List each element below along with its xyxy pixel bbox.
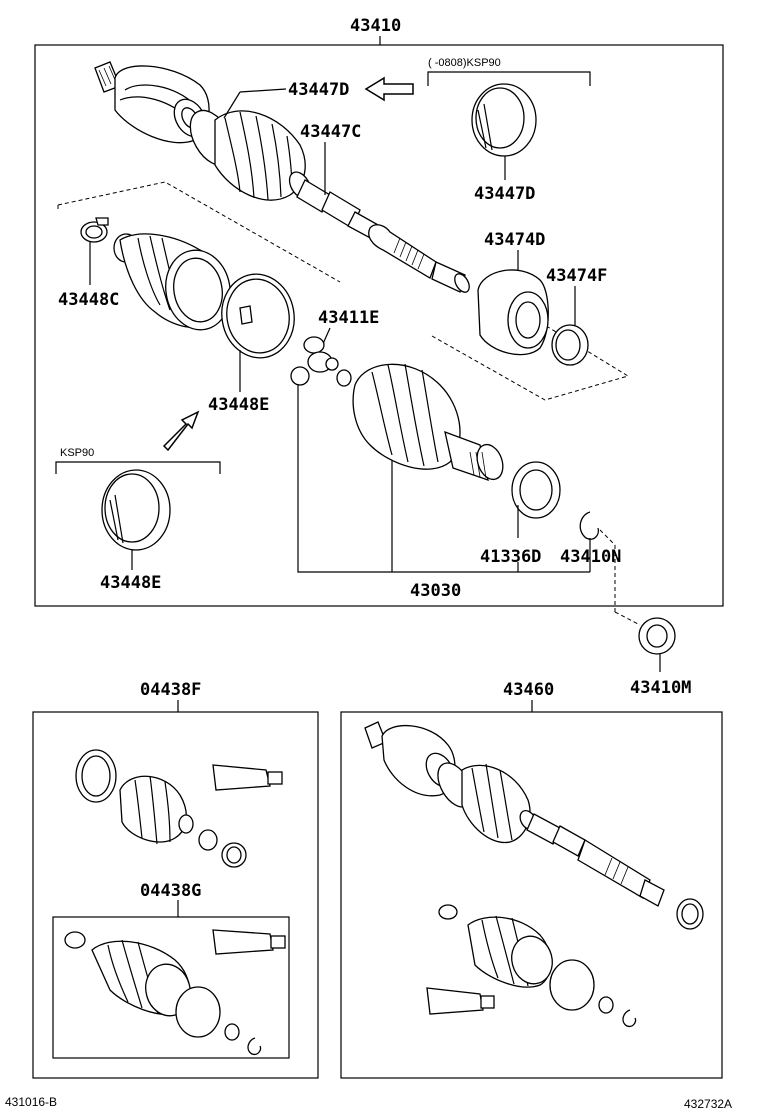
- label-43448e-2[interactable]: 43448E: [100, 573, 161, 593]
- kit-f-ring-small: [198, 829, 218, 851]
- band-43460: [549, 959, 595, 1011]
- kit-g-snap-ring: [247, 1037, 262, 1056]
- kit-04438f-group: 04438F 04438G: [32, 680, 319, 1079]
- label-43474d[interactable]: 43474D: [484, 230, 545, 250]
- label-04438g[interactable]: 04438G: [140, 881, 201, 901]
- ring-43474f: [551, 324, 589, 366]
- assembly-43460-group: 43460: [340, 680, 723, 1079]
- seal-41336d: [511, 461, 561, 519]
- boot-43460: [467, 915, 553, 988]
- kit-g-clamp: [64, 931, 86, 949]
- kit-04438f-frame: [32, 711, 319, 1079]
- clamp-43448c: [80, 217, 109, 243]
- seal-43410m: [638, 617, 676, 655]
- damper-43474d: [477, 269, 549, 356]
- kit-f-grease-tube: [212, 764, 271, 791]
- kit-g-ring: [224, 1023, 240, 1041]
- assembly-43410-frame: [34, 44, 724, 607]
- bracket-43030: [297, 384, 590, 573]
- label-43447c[interactable]: 43447C: [300, 122, 361, 142]
- label-43448e-1[interactable]: 43448E: [208, 395, 269, 415]
- note-ksp90-top: ( -0808)KSP90: [428, 57, 501, 69]
- label-43448c[interactable]: 43448C: [58, 290, 119, 310]
- label-43460[interactable]: 43460: [503, 680, 554, 700]
- assembly-43460-frame: [340, 711, 723, 1079]
- clamp-43460: [438, 904, 458, 920]
- label-43410n[interactable]: 43410N: [560, 547, 621, 567]
- kit-f-boot: [119, 775, 194, 845]
- label-04438f[interactable]: 04438F: [140, 680, 201, 700]
- bracket-ksp90-left: [55, 461, 221, 474]
- label-43411e[interactable]: 43411E: [318, 308, 379, 328]
- assembly-43410-group: 43410: [34, 16, 724, 626]
- snap-ring-43410n: [579, 511, 600, 540]
- label-43030[interactable]: 43030: [410, 581, 461, 601]
- label-41336d[interactable]: 41336D: [480, 547, 541, 567]
- band-43447d-right: [471, 83, 537, 157]
- snap-ring-43460: [622, 1009, 637, 1028]
- band-43448e-lower: [101, 469, 171, 551]
- footer-right-code: 432732A: [684, 1097, 732, 1111]
- label-43410m[interactable]: 43410M: [630, 678, 691, 698]
- grease-tube-43460: [426, 987, 484, 1015]
- footer-left-code: 431016-B: [5, 1095, 57, 1109]
- kit-g-band: [175, 986, 221, 1038]
- shaft-43460-illustration: [364, 721, 665, 907]
- band-43448e-middle: [221, 273, 295, 359]
- inner-joint-43030: [352, 363, 504, 481]
- label-43410[interactable]: 43410: [350, 16, 401, 36]
- leader-43447d-1: [239, 88, 287, 93]
- snap-ring-small: [336, 369, 352, 387]
- bracket-ksp90-top: [427, 71, 591, 86]
- label-43447d-2[interactable]: 43447D: [474, 184, 535, 204]
- label-43447d-1[interactable]: 43447D: [288, 80, 349, 100]
- kit-04438g-frame: [52, 916, 290, 1059]
- drive-shaft-illustration: [94, 61, 470, 293]
- note-ksp90-left: KSP90: [60, 447, 94, 459]
- kit-g-grease-tube: [212, 929, 274, 955]
- inner-boot-left: [113, 233, 231, 331]
- arrow-43448e: [162, 410, 200, 452]
- arrow-43447d: [364, 76, 414, 102]
- tripod-43411e: [290, 336, 339, 386]
- label-43474f[interactable]: 43474F: [546, 266, 607, 286]
- ring-small-43460: [598, 996, 614, 1014]
